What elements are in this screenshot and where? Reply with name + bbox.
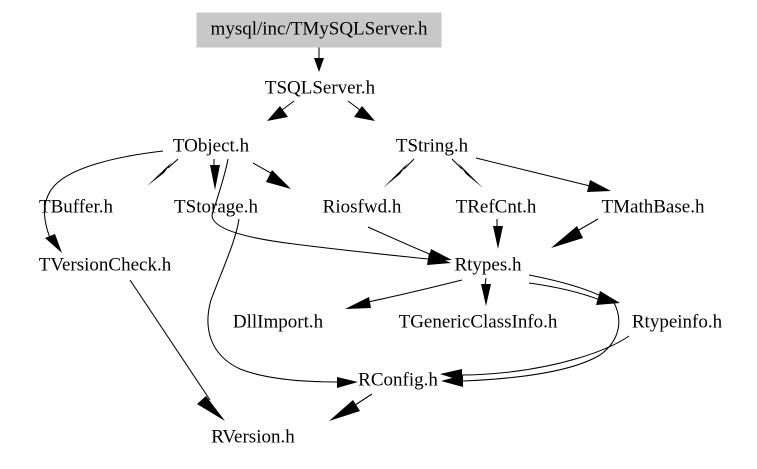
edge-tstring-to-riosfwd xyxy=(383,158,415,188)
graph-node-rconfig[interactable]: RConfig.h xyxy=(358,369,438,391)
graph-node-tobject[interactable]: TObject.h xyxy=(172,135,250,157)
graph-node-tgenericclassinfo[interactable]: TGenericClassInfo.h xyxy=(398,311,558,333)
edge-tversioncheck-to-rversion xyxy=(129,279,225,421)
edge-tstring-to-trefcnt xyxy=(451,158,483,188)
graph-node-tstorage[interactable]: TStorage.h xyxy=(174,196,258,218)
graph-node-root[interactable]: mysql/inc/TMySQLServer.h xyxy=(196,12,442,48)
graph-node-tmathbase[interactable]: TMathBase.h xyxy=(601,196,705,218)
graph-node-rtypes[interactable]: Rtypes.h xyxy=(454,254,522,276)
edge-rtypes-to-rtypeinfo xyxy=(528,274,620,305)
graph-node-trefcnt[interactable]: TRefCnt.h xyxy=(455,196,537,218)
edge-tobject-to-riosfwd xyxy=(252,162,291,189)
graph-node-riosfwd[interactable]: Riosfwd.h xyxy=(322,196,402,218)
edge-tstorage-to-rconfig xyxy=(207,218,358,388)
graph-node-tstring[interactable]: TString.h xyxy=(395,135,469,157)
edge-riosfwd-to-rtypes xyxy=(367,226,452,261)
graph-node-tversioncheck[interactable]: TVersionCheck.h xyxy=(38,254,172,276)
edge-tobject-to-tbuffer xyxy=(147,158,179,186)
edge-tsqlserver-to-tobject xyxy=(267,100,295,121)
edge-root-to-tsqlserver xyxy=(314,47,324,72)
edge-tsqlserver-to-tstring xyxy=(347,100,375,121)
edge-trefcnt-to-rtypes xyxy=(493,219,503,249)
edge-tobject-to-tversioncheck xyxy=(43,150,164,253)
graph-node-tbuffer[interactable]: TBuffer.h xyxy=(38,196,114,218)
edge-tstring-to-tmathbase xyxy=(475,157,611,192)
edge-rtypes-to-dllimport xyxy=(345,279,463,309)
edge-tobject-to-tstorage xyxy=(210,159,220,190)
graph-node-rtypeinfo[interactable]: Rtypeinfo.h xyxy=(631,311,723,333)
edge-rconfig-to-rversion xyxy=(329,393,373,421)
graph-node-dllimport[interactable]: DllImport.h xyxy=(232,311,324,333)
graph-node-rversion[interactable]: RVersion.h xyxy=(211,426,295,448)
edge-rtypes-to-tgenericclassinfo xyxy=(481,277,491,306)
edge-rtypeinfo-to-rconfig xyxy=(440,335,630,381)
graph-node-tsqlserver[interactable]: TSQLServer.h xyxy=(264,77,376,99)
edge-tmathbase-to-rtypes xyxy=(551,218,599,248)
